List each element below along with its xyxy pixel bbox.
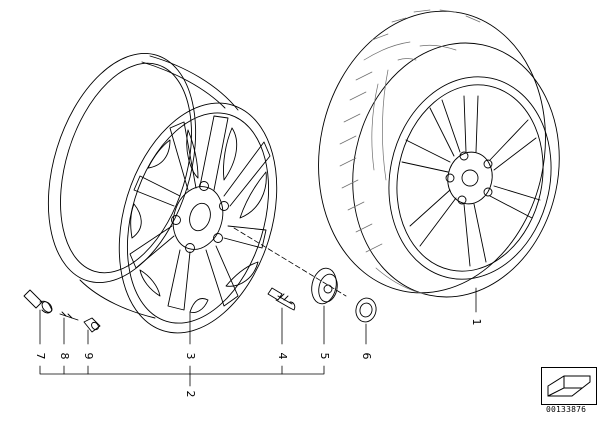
part-label-4: 4 (276, 352, 289, 360)
drawing-number: 00133876 (546, 405, 587, 414)
wheel-rim-icon (47, 52, 278, 334)
part-label-9: 9 (82, 352, 95, 360)
part-label-3: 3 (184, 352, 197, 360)
hub-cap-icon (311, 267, 338, 305)
thumbnail-icon (541, 367, 597, 405)
valve-core-icon (59, 311, 79, 321)
wheel-bolt-icon (267, 287, 296, 311)
part-label-2: 2 (184, 390, 197, 398)
emblem-icon (355, 297, 377, 323)
part-label-8: 8 (58, 352, 71, 360)
tire-wheel-icon (318, 9, 560, 298)
part-label-5: 5 (318, 352, 331, 360)
part-label-7: 7 (34, 352, 47, 360)
part-label-6: 6 (360, 352, 373, 360)
valve-stem-icon (23, 289, 53, 314)
part-label-1: 1 (470, 318, 483, 326)
valve-cap-icon (83, 317, 101, 333)
